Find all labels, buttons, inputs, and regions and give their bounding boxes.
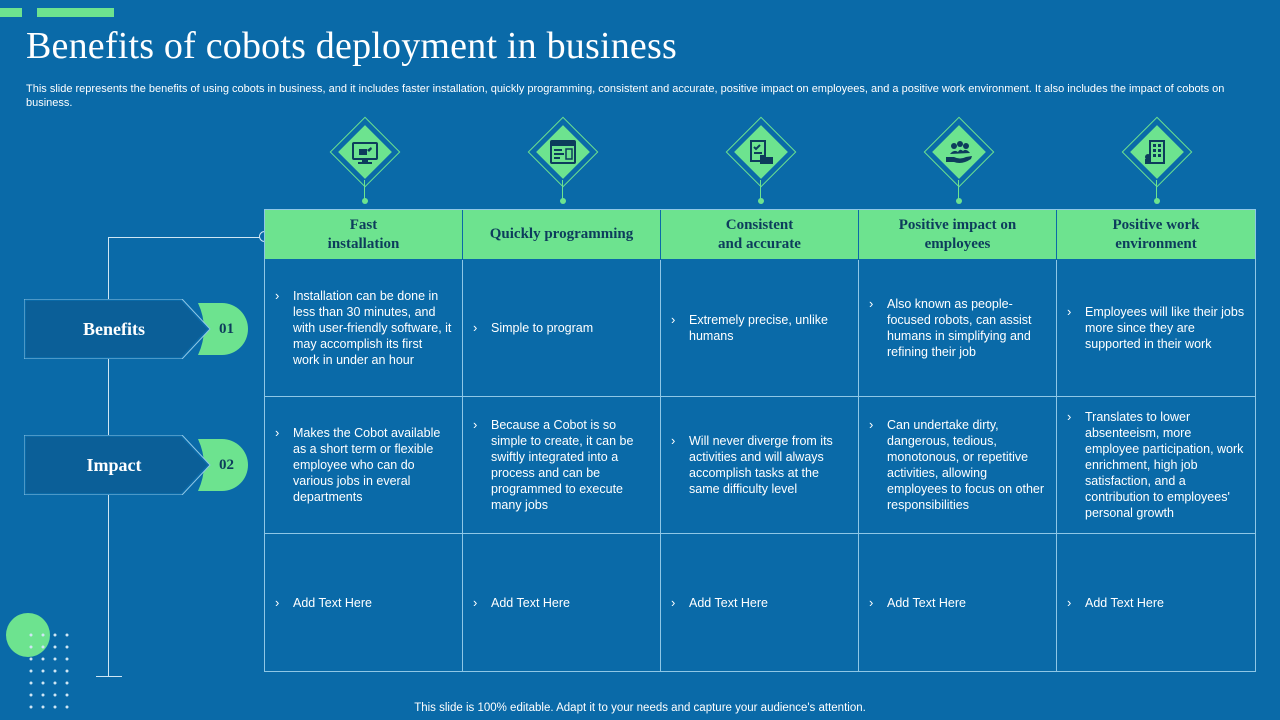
column-icon-positive-environment (1119, 116, 1195, 204)
table-cell: › Can undertake dirty, dangerous, tedious… (859, 397, 1057, 534)
bullet-chevron-icon: › (473, 594, 478, 610)
decorative-dot-grid (29, 633, 69, 709)
bullet-chevron-icon: › (869, 417, 874, 432)
bullet-chevron-icon: › (275, 288, 280, 303)
cell-text: Will never diverge from its activities a… (689, 434, 833, 496)
table-cell: › Add Text Here (661, 534, 859, 671)
table-cell: › Simple to program (463, 260, 661, 397)
bullet-chevron-icon: › (275, 594, 280, 610)
monitor-robot-icon (352, 142, 378, 164)
cell-text: Because a Cobot is so simple to create, … (491, 418, 634, 512)
cell-text: Can undertake dirty, dangerous, tedious,… (887, 418, 1045, 512)
cell-text: Translates to lower absenteeism, more em… (1085, 410, 1244, 520)
column-icon-positive-impact (921, 116, 997, 204)
table-cell: › Extremely precise, unlike humans (661, 260, 859, 397)
table-cell: › Because a Cobot is so simple to create,… (463, 397, 661, 534)
cell-text: Extremely precise, unlike humans (689, 313, 828, 343)
cell-text: Also known as people-focused robots, can… (887, 297, 1032, 359)
code-window-icon (550, 140, 576, 164)
hand-people-icon (946, 141, 972, 163)
column-header: Consistent and accurate (661, 210, 859, 260)
cell-text: Employees will like their jobs more sinc… (1085, 305, 1245, 351)
office-building-icon (1145, 140, 1165, 164)
timeline-horizontal-line (108, 237, 264, 238)
timeline-end-tick (96, 676, 122, 677)
table-cell: › Add Text Here (463, 534, 661, 671)
top-accent-bar-long (37, 8, 114, 17)
bullet-chevron-icon: › (869, 594, 874, 610)
table-cell: › Employees will like their jobs more sin… (1057, 260, 1255, 397)
bullet-chevron-icon: › (869, 296, 874, 311)
bullet-chevron-icon: › (1067, 409, 1072, 424)
bullet-chevron-icon: › (671, 312, 676, 327)
column-icon-fast-installation (327, 116, 403, 204)
column-icon-consistent-accurate (723, 116, 799, 204)
row-label-benefits: Benefits 01 (24, 299, 250, 359)
table-cell: › Installation can be done in less than 3… (265, 260, 463, 397)
column-header: Positive impact on employees (859, 210, 1057, 260)
slide-title: Benefits of cobots deployment in busines… (26, 25, 677, 67)
row-label-text: Impact (86, 454, 142, 475)
table-cell: › Add Text Here (1057, 534, 1255, 671)
placeholder-text: Add Text Here (491, 595, 570, 610)
table-cell: › Translates to lower absenteeism, more e… (1057, 397, 1255, 534)
bullet-chevron-icon: › (671, 594, 676, 610)
top-accent-bar-short (0, 8, 22, 17)
slide-footer-note: This slide is 100% editable. Adapt it to… (414, 702, 866, 714)
cell-text: Simple to program (491, 321, 594, 335)
cell-text: Installation can be done in less than 30… (293, 289, 452, 367)
row-number-badge: 02 (219, 456, 234, 473)
column-header: Fast installation (265, 210, 463, 260)
bullet-chevron-icon: › (1067, 304, 1072, 319)
bullet-chevron-icon: › (1067, 594, 1072, 610)
table-cell: › Add Text Here (265, 534, 463, 671)
placeholder-text: Add Text Here (1085, 595, 1164, 610)
row-number-badge: 01 (219, 320, 234, 337)
row-label-arrow-shape (24, 299, 248, 359)
slide-description: This slide represents the benefits of us… (26, 83, 1225, 109)
column-header: Quickly programming (463, 210, 661, 260)
row-label-text: Benefits (83, 318, 145, 339)
benefits-table: Fast installation Quickly programming Co… (264, 209, 1256, 672)
table-cell: › Also known as people-focused robots, ca… (859, 260, 1057, 397)
placeholder-text: Add Text Here (689, 595, 768, 610)
bullet-chevron-icon: › (473, 417, 478, 432)
bullet-chevron-icon: › (473, 320, 478, 335)
column-icon-quickly-programming (525, 116, 601, 204)
bullet-chevron-icon: › (275, 425, 280, 440)
placeholder-text: Add Text Here (887, 595, 966, 610)
table-cell: › Will never diverge from its activities … (661, 397, 859, 534)
column-header: Positive work environment (1057, 210, 1255, 260)
table-cell: › Makes the Cobot available as a short te… (265, 397, 463, 534)
table-cell: › Add Text Here (859, 534, 1057, 671)
placeholder-text: Add Text Here (293, 595, 372, 610)
row-label-impact: Impact 02 (24, 435, 250, 495)
bullet-chevron-icon: › (671, 433, 676, 448)
row-label-arrow-shape (24, 435, 248, 495)
cell-text: Makes the Cobot available as a short ter… (293, 426, 441, 504)
checklist-folder-icon (750, 140, 773, 164)
